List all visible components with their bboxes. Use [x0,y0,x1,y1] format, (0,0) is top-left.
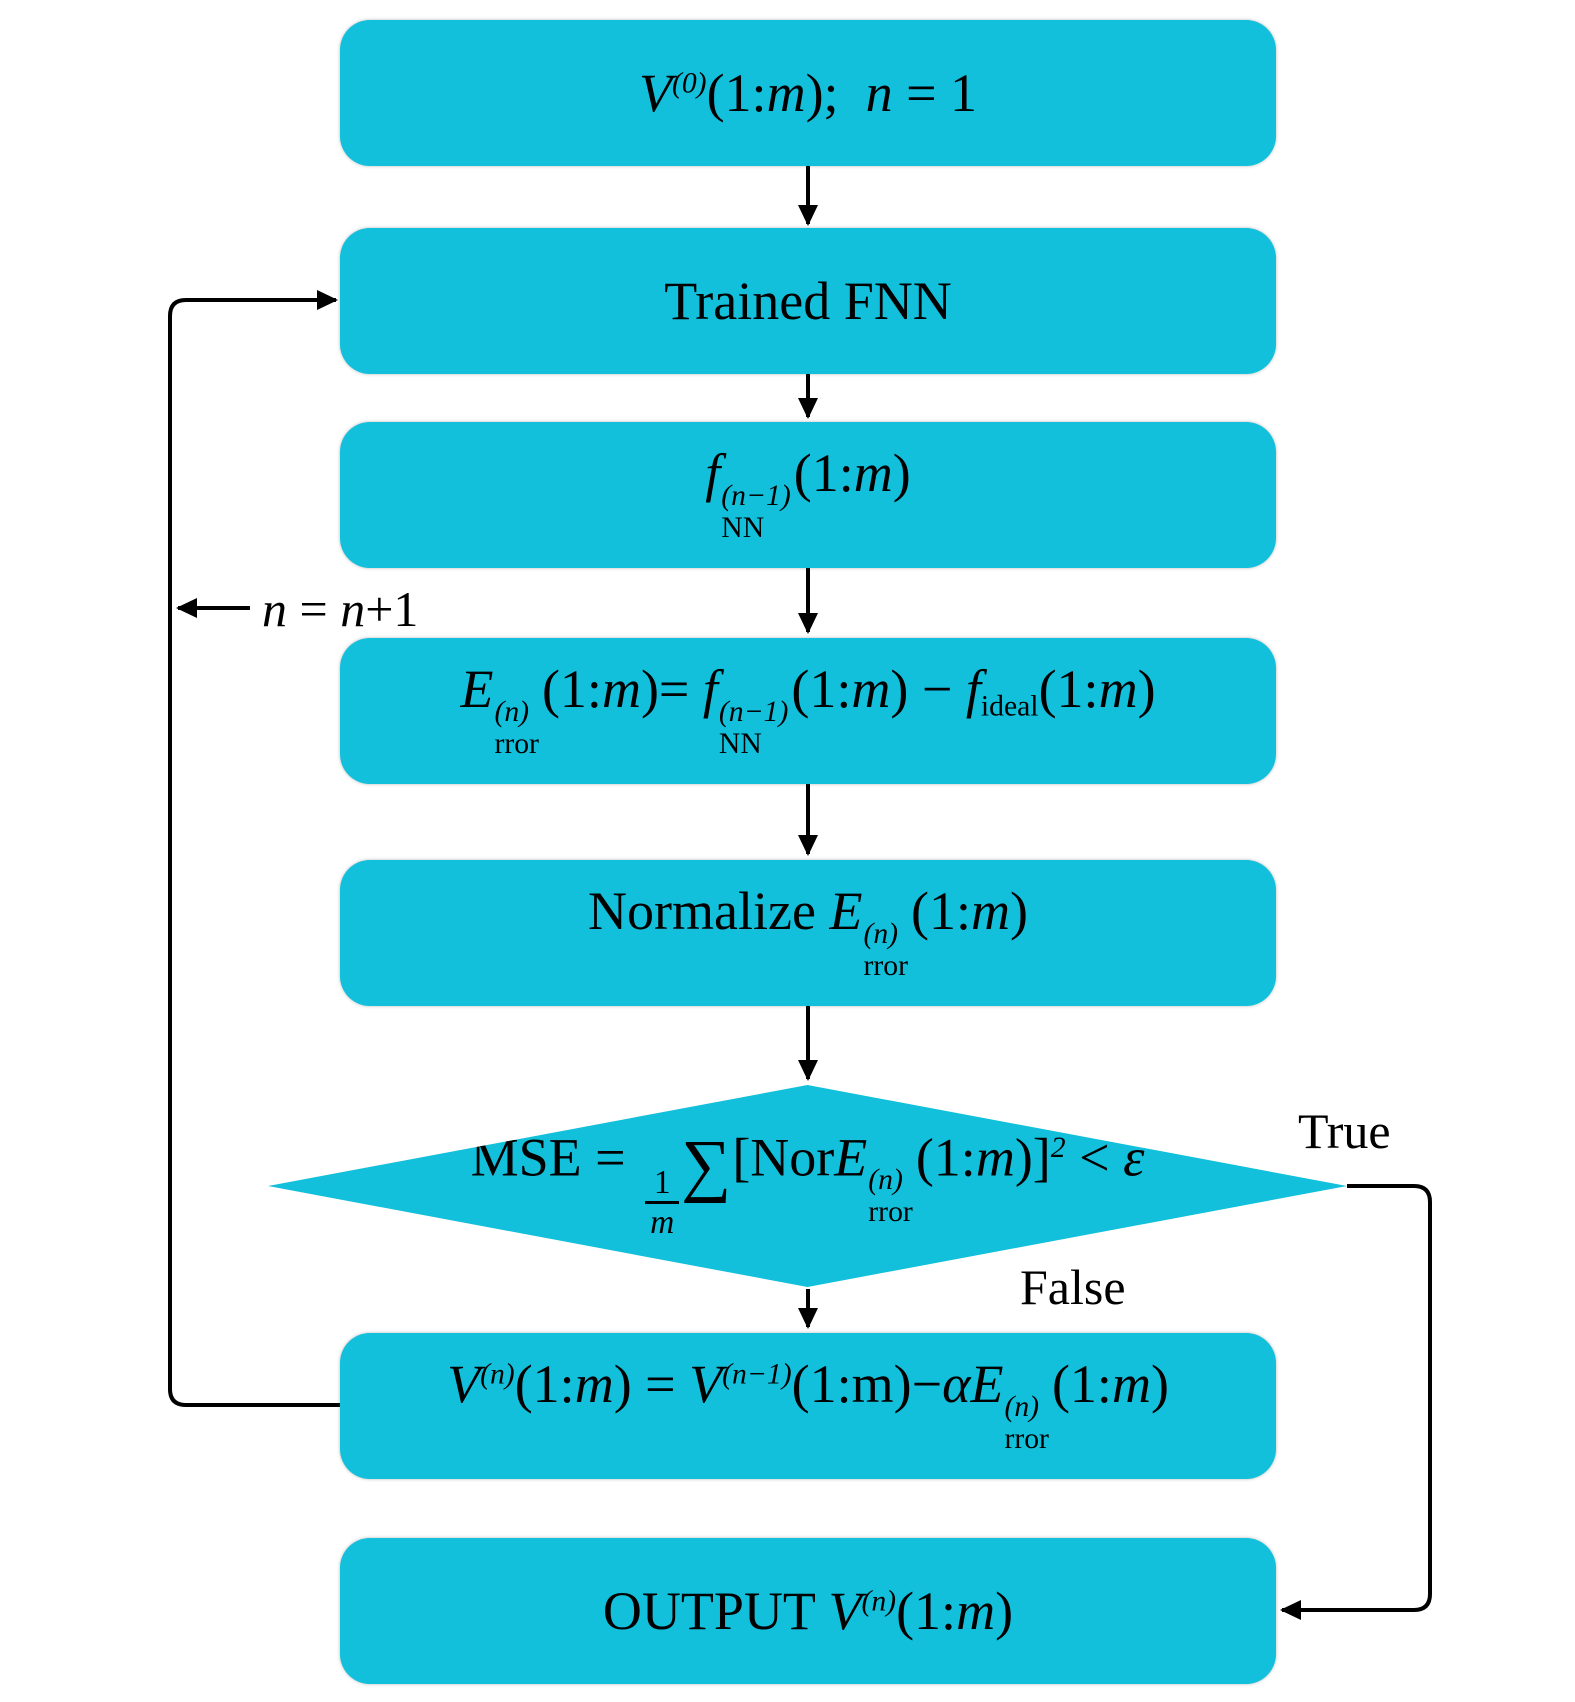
node-fnn-output: f(n−1)NN(1:m) [340,422,1276,568]
label-increment: n = n+1 [262,581,419,637]
node-trained-fnn: Trained FNN [340,228,1276,374]
normalize-formula: Normalize E(n)rror(1:m) [588,881,1028,982]
node-error-calc: E(n)rror(1:m)= f(n−1)NN(1:m) − fideal(1:… [340,638,1276,784]
init-formula: V(0)(1:m);n = 1 [638,63,978,123]
summation-symbol: ∑ [681,1126,732,1205]
node-output: OUTPUT V(n)(1:m) [340,1538,1276,1684]
edge-true-decision-to-output [1280,1184,1432,1620]
loop-update-to-trained [168,290,340,1407]
fnn-output-formula: f(n−1)NN(1:m) [705,443,911,544]
node-initialization: V(0)(1:m);n = 1 [340,20,1276,166]
label-false: False [1020,1259,1126,1315]
output-formula: OUTPUT V(n)(1:m) [602,1581,1014,1641]
label-true: True [1298,1103,1391,1159]
node-update: V(n)(1:m) = V(n−1)(1:m)−αE(n)rror(1:m) [340,1333,1276,1479]
error-formula: E(n)rror(1:m)= f(n−1)NN(1:m) − fideal(1:… [460,659,1156,760]
node-normalize: Normalize E(n)rror(1:m) [340,860,1276,1006]
update-formula: V(n)(1:m) = V(n−1)(1:m)−αE(n)rror(1:m) [447,1354,1169,1455]
trained-fnn-label: Trained FNN [664,271,952,331]
